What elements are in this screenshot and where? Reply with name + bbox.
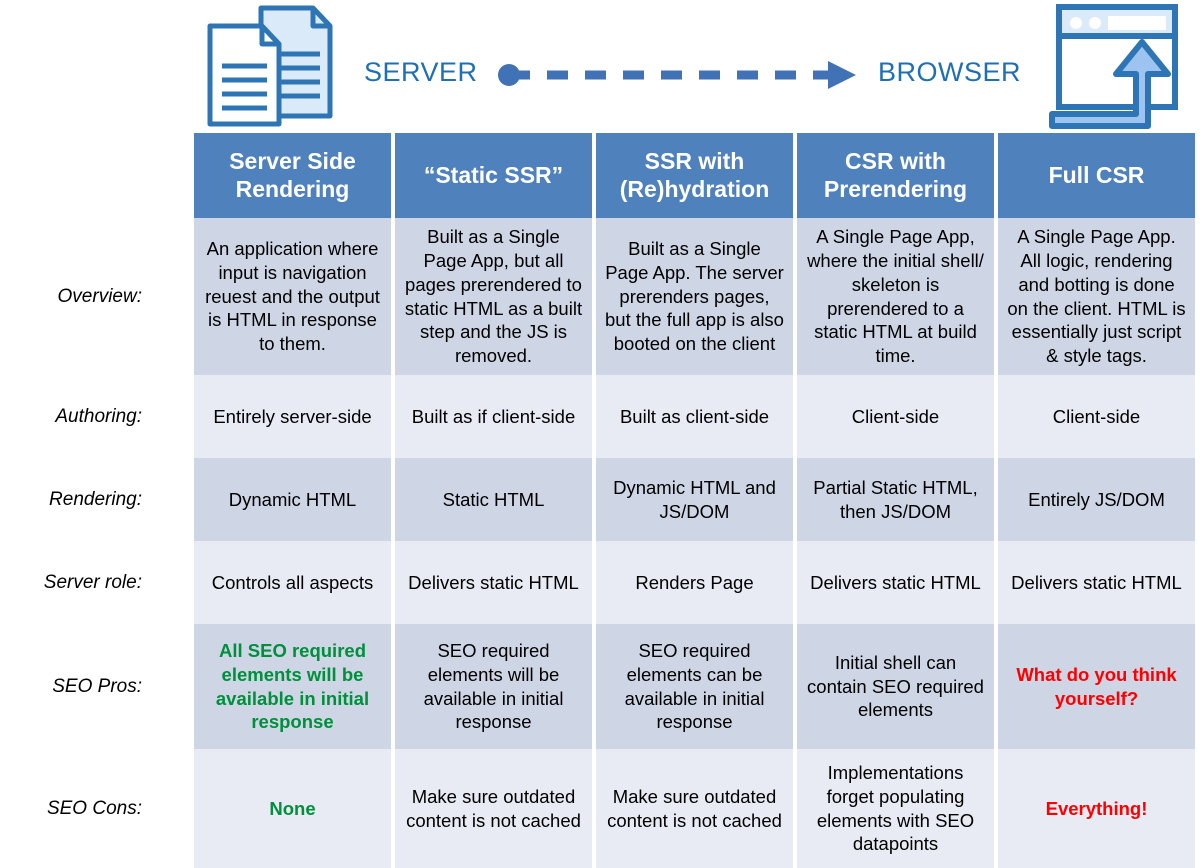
- cell-seo-cons-static-ssr: Make sure outdated content is not cached: [391, 749, 592, 868]
- cell-seo-pros-full-csr: What do you think yourself?: [994, 624, 1195, 749]
- cell-seo-cons-full-csr: Everything!: [994, 749, 1195, 868]
- column-header-static-ssr: “Static SSR”: [391, 133, 592, 218]
- row-label-rendering: Rendering:: [49, 488, 142, 510]
- table-row-rendering: Rendering: Dynamic HTML Static HTML Dyna…: [0, 458, 1200, 541]
- server-label: SERVER: [364, 57, 478, 87]
- cell-overview-static-ssr: Built as a Single Page App, but all page…: [391, 218, 592, 375]
- header-corner-blank: [0, 133, 190, 218]
- cell-overview-csr-prerendering: A Single Page App, where the initial she…: [793, 218, 994, 375]
- table-row-seo-pros: SEO Pros: All SEO required elements will…: [0, 624, 1200, 749]
- cell-seo-pros-static-ssr: SEO required elements will be available …: [391, 624, 592, 749]
- cell-seo-pros-ssr-rehydration: SEO required elements can be available i…: [592, 624, 793, 749]
- cell-seo-pros-ssr: All SEO required elements will be availa…: [190, 624, 391, 749]
- browser-window-upload-icon: [1049, 4, 1178, 129]
- table-row-overview: Overview: An application where input is …: [0, 218, 1200, 375]
- row-label-seo-cons: SEO Cons:: [46, 797, 142, 819]
- cell-authoring-ssr-rehydration: Built as client-side: [592, 375, 793, 458]
- cell-server-role-full-csr: Delivers static HTML: [994, 541, 1195, 624]
- cell-seo-cons-ssr: None: [190, 749, 391, 868]
- table-row-server-role: Server role: Controls all aspects Delive…: [0, 541, 1200, 624]
- cell-overview-full-csr: A Single Page App. All logic, rendering …: [994, 218, 1195, 375]
- cell-server-role-csr-prerendering: Delivers static HTML: [793, 541, 994, 624]
- column-header-ssr-with-rehydration: SSR with (Re)hydration: [592, 133, 793, 218]
- row-label-seo-pros: SEO Pros:: [52, 675, 142, 697]
- cell-server-role-static-ssr: Delivers static HTML: [391, 541, 592, 624]
- cell-rendering-full-csr: Entirely JS/DOM: [994, 458, 1195, 541]
- cell-overview-ssr: An application where input is navigation…: [190, 218, 391, 375]
- column-header-server-side-rendering: Server Side Rendering: [190, 133, 391, 218]
- table-row-seo-cons: SEO Cons: None Make sure outdated conten…: [0, 749, 1200, 868]
- cell-authoring-csr-prerendering: Client-side: [793, 375, 994, 458]
- row-label-overview: Overview:: [57, 285, 142, 307]
- documents-icon: [207, 5, 333, 127]
- cell-rendering-ssr-rehydration: Dynamic HTML and JS/DOM: [592, 458, 793, 541]
- table-row-authoring: Authoring: Entirely server-side Built as…: [0, 375, 1200, 458]
- cell-authoring-static-ssr: Built as if client-side: [391, 375, 592, 458]
- column-header-csr-with-prerendering: CSR with Prerendering: [793, 133, 994, 218]
- column-header-full-csr: Full CSR: [994, 133, 1195, 218]
- cell-rendering-csr-prerendering: Partial Static HTML, then JS/DOM: [793, 458, 994, 541]
- cell-overview-ssr-rehydration: Built as a Single Page App. The server p…: [592, 218, 793, 375]
- cell-rendering-static-ssr: Static HTML: [391, 458, 592, 541]
- cell-authoring-ssr: Entirely server-side: [190, 375, 391, 458]
- cell-rendering-ssr: Dynamic HTML: [190, 458, 391, 541]
- cell-authoring-full-csr: Client-side: [994, 375, 1195, 458]
- row-label-server-role: Server role:: [43, 571, 142, 593]
- cell-seo-cons-csr-prerendering: Implementations forget populating elemen…: [793, 749, 994, 868]
- table-header-row: Server Side Rendering “Static SSR” SSR w…: [0, 133, 1200, 218]
- comparison-table: Server Side Rendering “Static SSR” SSR w…: [0, 133, 1200, 868]
- diagram-banner: SERVER BROWSER: [0, 0, 1200, 133]
- dashed-arrow-right-icon: [498, 61, 856, 89]
- cell-server-role-ssr: Controls all aspects: [190, 541, 391, 624]
- row-label-authoring: Authoring:: [55, 405, 142, 427]
- browser-label: BROWSER: [878, 57, 1022, 87]
- cell-server-role-ssr-rehydration: Renders Page: [592, 541, 793, 624]
- cell-seo-pros-csr-prerendering: Initial shell can contain SEO required e…: [793, 624, 994, 749]
- cell-seo-cons-ssr-rehydration: Make sure outdated content is not cached: [592, 749, 793, 868]
